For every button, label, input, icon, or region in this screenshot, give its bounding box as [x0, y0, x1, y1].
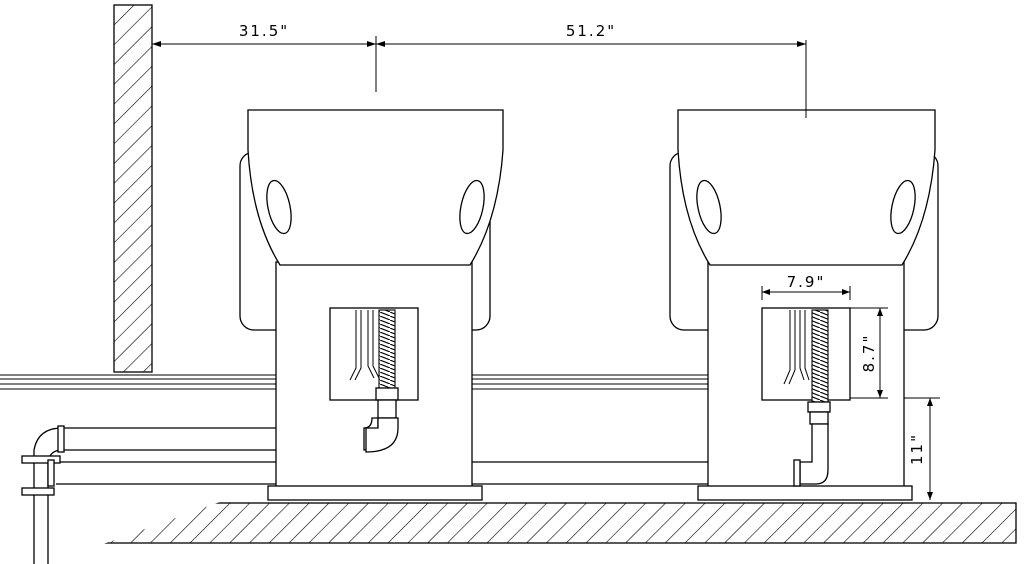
shampoo-unit-left	[240, 110, 503, 500]
dim-opening-width: 7.9"	[787, 273, 826, 291]
dim-wall-to-unit: 31.5"	[239, 22, 289, 40]
dim-height-from-floor: 11"	[908, 433, 926, 465]
access-opening-right	[762, 308, 850, 400]
dim-opening-height: 8.7"	[860, 334, 878, 373]
floor	[68, 503, 1016, 543]
access-opening-left	[330, 308, 418, 400]
shampoo-unit-right	[670, 110, 938, 500]
dim-unit-spacing: 51.2"	[566, 22, 616, 40]
